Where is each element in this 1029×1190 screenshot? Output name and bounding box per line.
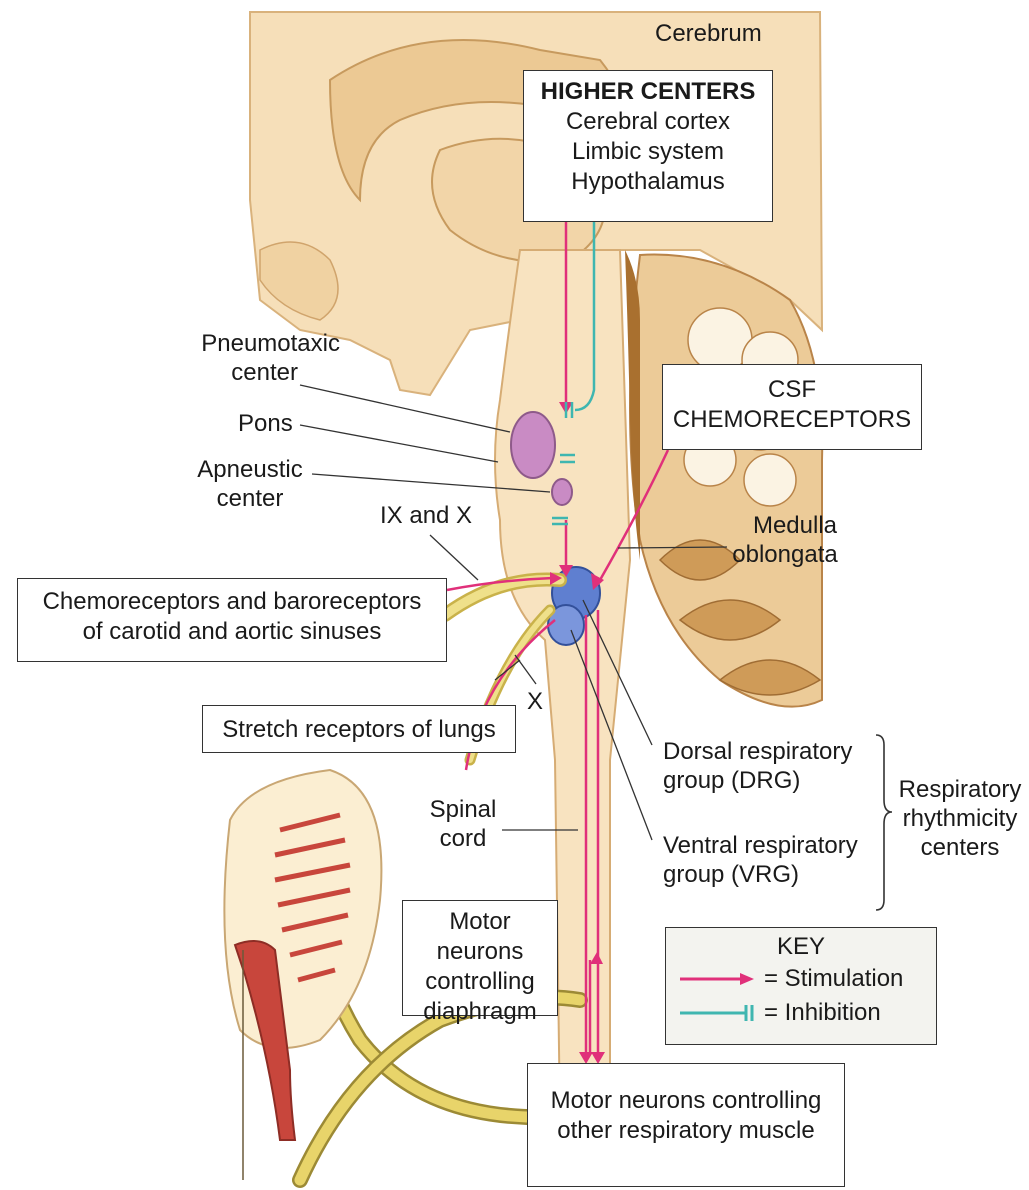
chemo-baroreceptors-box: Chemoreceptors and baroreceptors of caro… xyxy=(17,578,447,662)
pons-label: Pons xyxy=(238,410,293,439)
medulla-oblongata-label: Medulla oblongata xyxy=(720,512,850,570)
key-title: KEY xyxy=(666,932,936,962)
pneumotaxic-center-shape xyxy=(511,412,555,478)
higher-centers-item: Hypothalamus xyxy=(524,167,772,197)
key-inhibition-row: = Inhibition xyxy=(666,996,936,1030)
pneumotaxic-center-label: Pneumotaxic center xyxy=(180,330,340,388)
cerebrum-label: Cerebrum xyxy=(655,20,762,49)
rhythmicity-centers-label: Respiratory rhythmicity centers xyxy=(893,776,1027,862)
stimulation-arrow-icon xyxy=(676,971,756,987)
rhythmicity-bracket xyxy=(876,735,892,910)
inhibition-bar-icon xyxy=(676,1003,756,1023)
x-nerve-label: X xyxy=(527,688,543,717)
higher-centers-item: Cerebral cortex xyxy=(524,107,772,137)
ix-and-x-label: IX and X xyxy=(380,502,472,531)
key-legend: KEY = Stimulation = Inhibition xyxy=(665,927,937,1045)
higher-centers-box: HIGHER CENTERS Cerebral cortex Limbic sy… xyxy=(523,70,773,222)
drg-label: Dorsal respiratory group (DRG) xyxy=(663,738,852,796)
rib-cage-shape xyxy=(224,770,381,1048)
apneustic-center-label: Apneustic center xyxy=(180,456,320,514)
motor-neurons-diaphragm-box: Motor neurons controlling diaphragm xyxy=(402,900,558,1016)
motor-neurons-other-box: Motor neurons controlling other respirat… xyxy=(527,1063,845,1187)
stretch-receptors-box: Stretch receptors of lungs xyxy=(202,705,516,753)
key-stimulation-row: = Stimulation xyxy=(666,962,936,996)
higher-centers-title: HIGHER CENTERS xyxy=(524,77,772,107)
vrg-label: Ventral respiratory group (VRG) xyxy=(663,832,858,890)
csf-chemoreceptors-box: CSF CHEMORECEPTORS xyxy=(662,364,922,450)
apneustic-center-shape xyxy=(552,479,572,505)
higher-centers-item: Limbic system xyxy=(524,137,772,167)
spinal-cord-label: Spinal cord xyxy=(418,796,508,854)
